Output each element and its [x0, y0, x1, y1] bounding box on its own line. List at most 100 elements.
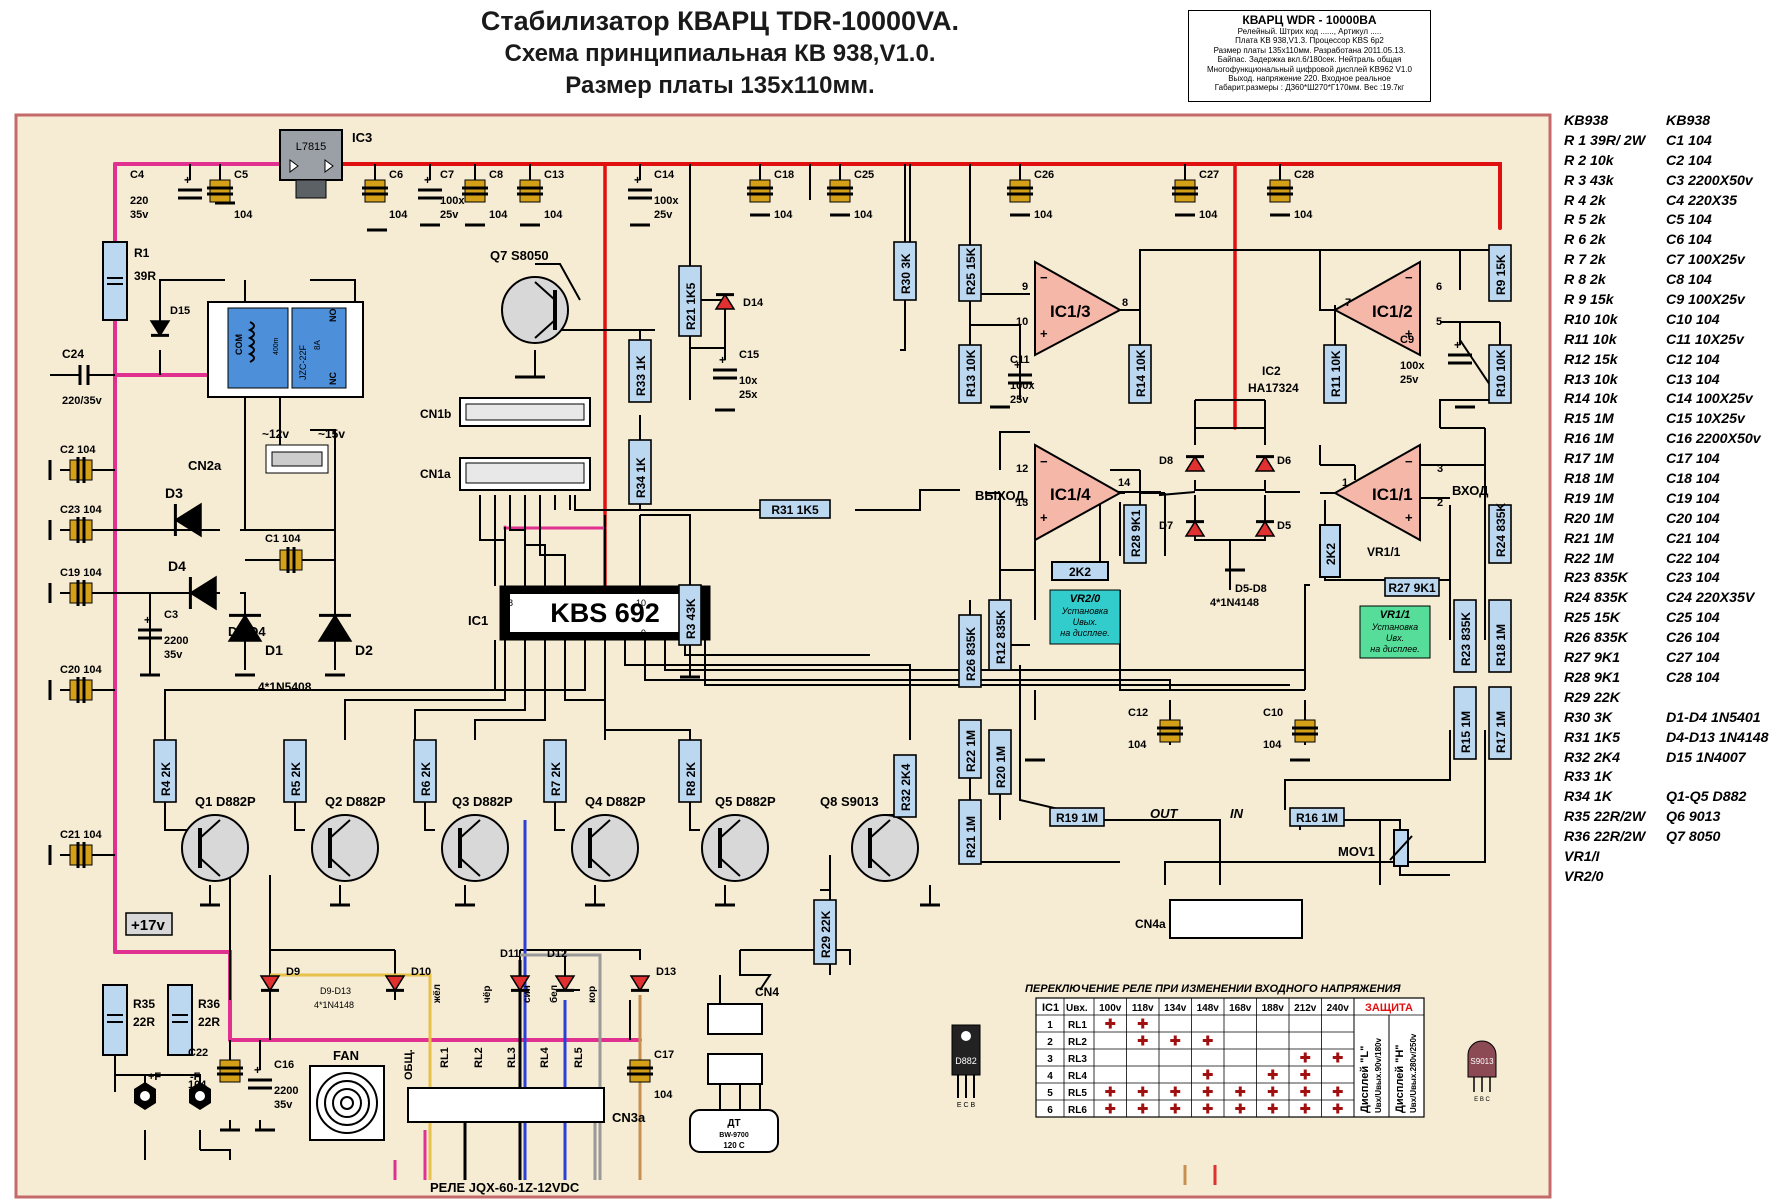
cap-c19: C19 104 — [48, 567, 102, 606]
d1d4-label: D1-D4 — [228, 624, 266, 639]
diode: D12 — [547, 948, 576, 992]
resistor-r8: R8 2K — [678, 739, 702, 803]
minusF-label: -F — [190, 1071, 201, 1083]
cap-label: C23 104 — [60, 504, 102, 516]
resistor-label: R17 1M — [1494, 711, 1508, 753]
q7-label: Q7 S8050 — [490, 248, 549, 263]
bom-capacitor-item: C5 104 — [1666, 212, 1712, 229]
connector-cn4: CN4 ДТ BW-9700 120 C — [689, 985, 779, 1153]
cap-ref: C4 — [130, 169, 145, 181]
transistor-q2: Q2 D882P — [311, 794, 386, 882]
diode: D11 — [500, 948, 531, 992]
svg-text:8: 8 — [1122, 297, 1128, 309]
rl-label: RL1 — [439, 1047, 451, 1068]
bom-header-left: KB938 — [1564, 113, 1609, 129]
resistor-r29: R29 22K — [813, 899, 837, 965]
resistor-r30: R30 3K — [893, 241, 917, 301]
cap-value: 104 — [1199, 209, 1218, 221]
cap-value: 104 — [544, 209, 563, 221]
rl-label: RL4 — [539, 1046, 551, 1068]
transistor-q5: Q5 D882P — [701, 794, 776, 882]
bom-capacitor-item: C17 104 — [1666, 451, 1720, 468]
r36-ref: R36 — [198, 997, 220, 1011]
relay-table-ic1: IC1 — [1042, 1002, 1059, 1014]
bom-resistor-item: R 7 2k — [1564, 252, 1606, 269]
diode: D14 — [714, 293, 764, 310]
d9d13-part: 4*1N4148 — [314, 1000, 354, 1010]
bom-capacitor-item: D15 1N4007 — [1666, 749, 1746, 766]
transistor-q7: Q7 S8050 — [490, 248, 569, 344]
title-line-3: Размер платы 135х110мм. — [565, 72, 875, 99]
wire-label: жёл — [432, 984, 443, 1004]
ic3-part: L7815 — [296, 141, 327, 153]
opamp-ic1-2 — [1332, 260, 1421, 357]
vhod-label: ВХОД — [1452, 483, 1489, 498]
vr2-note3: на дисплее. — [1060, 628, 1109, 638]
relay-table-row-rl: RL3 — [1068, 1054, 1087, 1065]
cap-value: 104 — [654, 1089, 673, 1101]
pkg-ebc2: E B C — [1474, 1097, 1490, 1103]
wire-label: бел — [548, 985, 560, 1003]
wire-label: кор — [587, 986, 598, 1003]
svg-text:9: 9 — [1022, 281, 1028, 293]
info-line: Многофункциональный цифровой дисплей KB9… — [1206, 64, 1412, 74]
resistor-label: R34 1K — [634, 457, 648, 498]
resistor-label: R8 2K — [684, 762, 698, 796]
ic1-processor: KBS 692 IC1 18 1 10 9 — [468, 585, 711, 641]
bom-capacitor-item: C7 100X25v — [1666, 252, 1745, 269]
relay-v15: ~15v — [318, 427, 345, 441]
diode-label: D12 — [547, 948, 567, 960]
q2-label: Q2 D882P — [325, 794, 386, 809]
bom-resistor-item: R36 22R/2W — [1564, 829, 1646, 846]
bom-capacitor-item: C26 104 — [1666, 630, 1720, 647]
bom-resistor-item: R17 1M — [1564, 451, 1614, 468]
diode: D13 — [629, 966, 676, 992]
packages: D882 E C B S9013 E B C — [951, 1024, 1497, 1109]
relay-table-mark — [1300, 1086, 1311, 1097]
bom-resistor-item: R29 22K — [1564, 689, 1620, 706]
relay-part-label: РЕЛЕ JQX-60-1Z-12VDC — [430, 1180, 580, 1195]
bom-capacitor-item: C19 104 — [1666, 490, 1720, 507]
relay-table-display: Дисплей "H" — [1394, 1044, 1406, 1113]
plus17-badge: +17v — [125, 912, 173, 936]
relay-table-mark — [1235, 1086, 1246, 1097]
bom-capacitor-item: D1-D4 1N5401 — [1666, 709, 1761, 726]
bom-resistor-item: R26 835K — [1564, 630, 1628, 647]
bom-capacitor-item — [1666, 689, 1769, 709]
bom-capacitor-item: D4-D13 1N4148 — [1666, 729, 1769, 746]
diode: D6 — [1254, 455, 1291, 472]
diode: D2 — [317, 613, 373, 658]
bom-resistor-item: R32 2K4 — [1564, 749, 1620, 766]
bom-resistor-item: R 3 43k — [1564, 172, 1614, 189]
resistor-r16: R16 1M — [1289, 807, 1345, 827]
resistor-r3: R3 43K — [678, 584, 702, 646]
relay-table-row-rl: RL6 — [1068, 1105, 1087, 1116]
diode-label: D6 — [1277, 455, 1291, 467]
relay-table-row-num: 3 — [1047, 1054, 1053, 1065]
bom-capacitor-item: C27 104 — [1666, 650, 1720, 667]
opamp-label: IC1/3 — [1050, 302, 1091, 321]
svg-text:14: 14 — [1118, 477, 1131, 489]
rl-label: RL5 — [573, 1047, 585, 1068]
resistor-r4: R4 2K — [153, 739, 177, 803]
bom-capacitor-item: C20 104 — [1666, 510, 1720, 527]
resistor-r24: R24 835K — [1488, 503, 1512, 564]
resistor-r36: R36 22R — [167, 984, 220, 1056]
cap-ref: C7 — [440, 169, 454, 181]
bom-capacitor-item: C6 104 — [1666, 232, 1712, 249]
bom-capacitor-item: C18 104 — [1666, 471, 1720, 488]
cap-value: 35v — [130, 209, 149, 221]
bom-resistor-item: VR2/0 — [1564, 868, 1604, 885]
connector-cn1b: CN1b — [420, 397, 591, 427]
resistor-r20: R20 1M — [988, 729, 1012, 795]
cap-ref: C22 — [188, 1047, 208, 1059]
wire-label: чёр — [482, 986, 493, 1003]
bom-resistor-item: R30 3K — [1564, 709, 1613, 726]
